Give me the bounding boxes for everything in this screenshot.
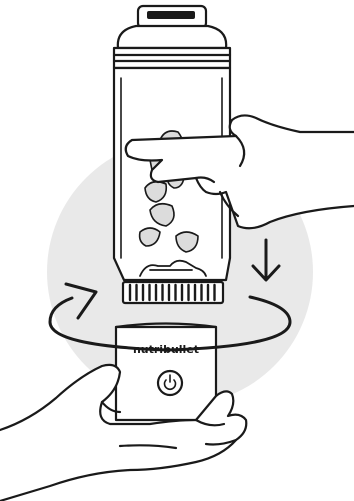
- motor-base: nutribullet: [116, 324, 216, 421]
- power-button: [158, 371, 182, 395]
- blade-base: [123, 282, 223, 303]
- cup-lid: [114, 6, 230, 68]
